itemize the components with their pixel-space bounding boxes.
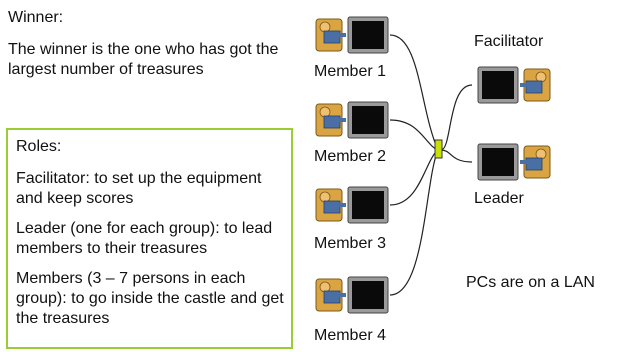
lan-cables	[389, 34, 473, 296]
facilitator-workstation-icon	[477, 66, 551, 104]
role-members: Members (3 – 7 persons in each group): t…	[16, 270, 284, 327]
member-4-label: Member 4	[314, 327, 387, 344]
winner-description: The winner is the one who has got the la…	[8, 41, 279, 78]
leader-workstation-icon	[477, 143, 551, 181]
network-hub-icon	[434, 139, 443, 159]
lan-note: PCs are on a LAN	[466, 274, 595, 291]
roles-box: Roles: Facilitator: to set up the equipm…	[6, 128, 293, 349]
cable-leader	[440, 149, 473, 163]
member-3-workstation-icon	[315, 186, 389, 224]
member-2-workstation-icon	[315, 101, 389, 139]
member-2-label: Member 2	[314, 148, 387, 165]
member-1-label: Member 1	[314, 63, 387, 80]
leader-label: Leader	[474, 190, 524, 207]
cable-member-2	[389, 119, 439, 151]
cable-facilitator	[440, 84, 473, 151]
winner-heading: Winner:	[8, 9, 64, 26]
role-leader: Leader (one for each group): to lead mem…	[16, 220, 273, 257]
role-facilitator: Facilitator: to set up the equipment and…	[16, 170, 262, 207]
member-3-label: Member 3	[314, 235, 387, 252]
cable-member-3	[389, 149, 439, 206]
member-4-workstation-icon	[315, 276, 389, 314]
cable-member-1	[389, 34, 439, 151]
facilitator-label: Facilitator	[474, 33, 544, 50]
roles-heading: Roles:	[16, 138, 62, 155]
cable-member-4	[389, 149, 439, 296]
member-1-workstation-icon	[315, 16, 389, 54]
